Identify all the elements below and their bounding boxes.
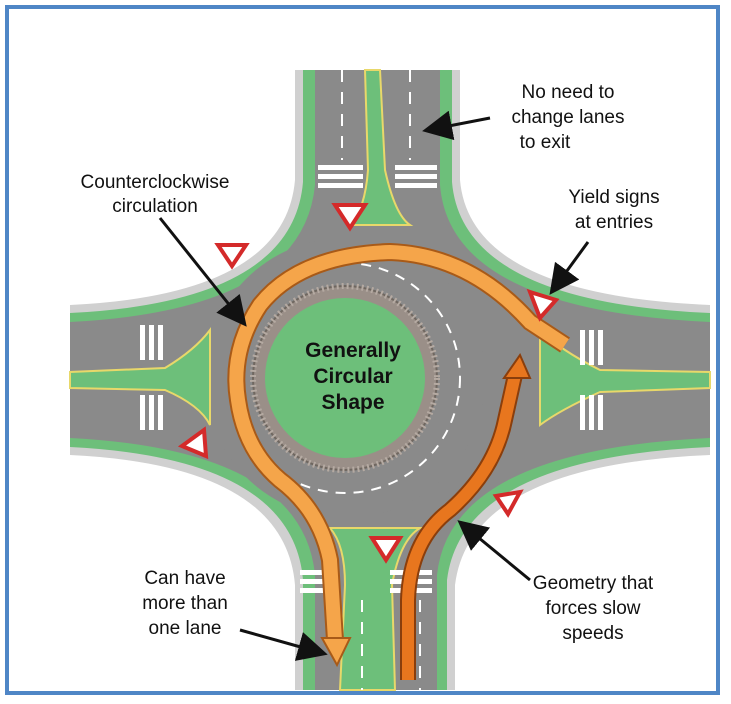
callout-counterclockwise-line-2: circulation	[112, 196, 198, 217]
callout-arrows	[158, 110, 590, 661]
callout-no-need: No need to change lanes to exit	[511, 82, 624, 153]
yield-sign-icon	[492, 489, 524, 518]
callout-more-lanes: Can have more than one lane	[142, 568, 228, 639]
callout-arrow-more-lanes	[239, 628, 328, 661]
callout-yield: Yield signs at entries	[568, 187, 659, 233]
yield-sign-icon	[214, 243, 250, 270]
callout-geometry-line-2: forces slow	[545, 598, 640, 619]
center-label-line-2: Circular	[313, 365, 392, 388]
callout-arrow-yield	[549, 241, 590, 295]
yield-sign-icon	[526, 288, 560, 322]
circulation-paths	[227, 242, 570, 680]
callout-yield-line-1: Yield signs	[568, 187, 659, 208]
callout-geometry-line-1: Geometry that	[533, 573, 654, 594]
yield-signs	[177, 203, 560, 564]
yield-sign-icon	[368, 536, 404, 564]
callout-more-lanes-line-1: Can have	[144, 568, 225, 589]
callout-geometry: Geometry that forces slow speeds	[533, 573, 654, 644]
yield-sign-icon	[331, 203, 369, 232]
callout-arrow-no-need	[422, 110, 491, 141]
crosswalks	[140, 165, 603, 593]
callout-arrow-counterclockwise	[158, 217, 247, 327]
callout-arrow-geometry	[457, 520, 531, 582]
central-island	[250, 283, 440, 473]
callout-more-lanes-line-3: one lane	[149, 618, 222, 639]
center-label: Generally Circular Shape	[305, 339, 401, 414]
callout-no-need-line-2: change lanes	[511, 107, 624, 128]
orange-arrow-down-icon	[320, 637, 352, 668]
callout-more-lanes-line-2: more than	[142, 593, 228, 614]
callout-counterclockwise-line-1: Counterclockwise	[81, 172, 230, 193]
callout-no-need-line-3: to exit	[520, 132, 571, 153]
callout-geometry-line-3: speeds	[562, 623, 623, 644]
center-label-line-3: Shape	[321, 391, 384, 414]
center-label-line-1: Generally	[305, 339, 401, 362]
callout-no-need-line-1: No need to	[522, 82, 615, 103]
callout-counterclockwise: Counterclockwise circulation	[81, 172, 230, 217]
callout-yield-line-2: at entries	[575, 212, 653, 233]
yield-sign-icon	[177, 426, 209, 460]
orange-arrow-up-icon	[502, 352, 532, 379]
